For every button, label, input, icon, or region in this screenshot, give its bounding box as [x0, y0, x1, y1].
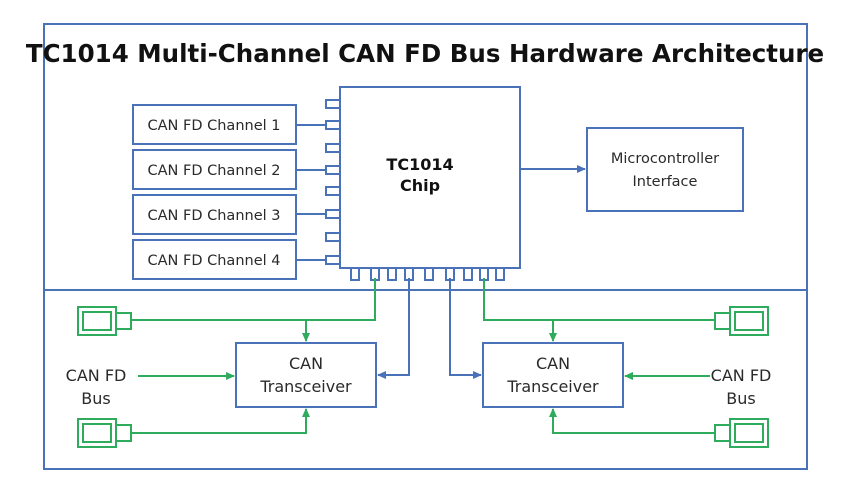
chip-pin-bottom-9: [495, 267, 505, 281]
connector-top-left: [77, 306, 132, 336]
channel-label-2: CAN FD Channel 2: [148, 163, 281, 179]
chip-pin-left-6: [325, 209, 341, 219]
chip-pin-left-8: [325, 255, 341, 265]
connector-bottom-right: [714, 418, 769, 448]
mcu-label-line2: Interface: [633, 174, 698, 190]
channel-box-2: CAN FD Channel 2: [132, 149, 297, 190]
bus-right-line2: Bus: [726, 389, 755, 408]
outer-frame: [43, 23, 808, 470]
connector-bottom-right-wire: [549, 408, 715, 434]
chip-pin-bottom-3: [387, 267, 397, 281]
chip-pin-left-1: [325, 99, 341, 109]
channel-links: [296, 124, 325, 261]
chip-pin-left-2: [325, 120, 341, 130]
channel-box-1: CAN FD Channel 1: [132, 104, 297, 145]
channel-label-1: CAN FD Channel 1: [148, 118, 281, 134]
channel-box-4: CAN FD Channel 4: [132, 239, 297, 280]
chip-label-line2: Chip: [400, 176, 440, 195]
chip-bottom-pins: [350, 267, 505, 281]
channel-label-4: CAN FD Channel 4: [148, 253, 281, 269]
connector-bottom-left: [77, 418, 132, 448]
channel-box-3: CAN FD Channel 3: [132, 194, 297, 235]
transceiver-right: CAN Transceiver: [482, 342, 624, 408]
transceiver-left: CAN Transceiver: [235, 342, 377, 408]
chip-green-link-right: [483, 278, 557, 342]
chip-to-left-transceiver-arrow: [377, 278, 410, 379]
chip-pin-left-3: [325, 143, 341, 153]
connector-top-right: [714, 306, 769, 336]
transceiver-right-line2: Transceiver: [506, 377, 599, 396]
chip-left-pins: [325, 99, 341, 265]
mcu-label-line1: Microcontroller: [611, 151, 719, 167]
chip-label-line1: TC1014: [386, 155, 453, 174]
tc1014-chip: TC1014 Chip: [325, 86, 521, 281]
chip-green-link-left: [302, 278, 376, 342]
bus-right-line1: CAN FD: [711, 366, 772, 385]
bus-left-line2: Bus: [81, 389, 110, 408]
microcontroller-interface-box: Microcontroller Interface: [586, 127, 744, 212]
chip-pin-bottom-1: [350, 267, 360, 281]
bus-left-line1: CAN FD: [66, 366, 127, 385]
chip-pin-left-7: [325, 232, 341, 242]
chip-pin-left-5: [325, 186, 341, 196]
transceiver-left-line1: CAN: [289, 354, 323, 373]
chip-pin-bottom-5: [424, 267, 434, 281]
channel-label-3: CAN FD Channel 3: [148, 208, 281, 224]
diagram-title: TC1014 Multi-Channel CAN FD Bus Hardware…: [26, 39, 824, 68]
connector-bottom-left-wire: [131, 408, 310, 434]
chip-to-right-transceiver-arrow: [449, 278, 482, 379]
transceiver-left-line2: Transceiver: [259, 377, 352, 396]
chip-pin-left-4: [325, 165, 341, 175]
chip-pin-bottom-7: [463, 267, 473, 281]
transceiver-right-line1: CAN: [536, 354, 570, 373]
